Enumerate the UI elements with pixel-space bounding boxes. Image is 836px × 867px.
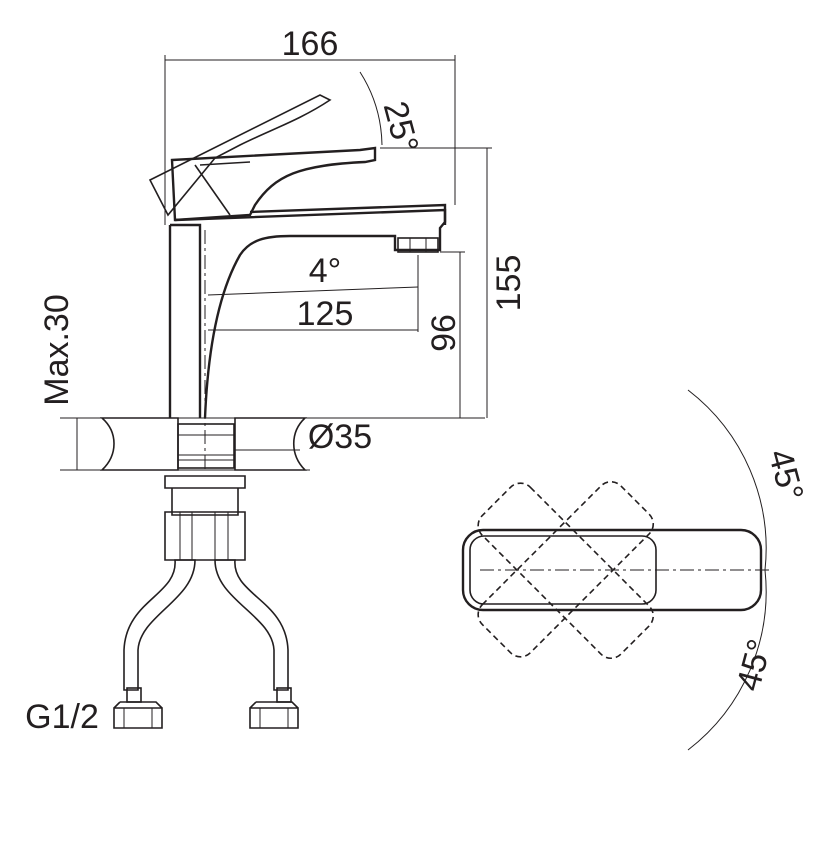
spout-top — [249, 203, 447, 225]
dim-label-166: 166 — [282, 25, 339, 63]
mounting-stud — [171, 488, 239, 516]
dim-label-thread: G1/2 — [25, 698, 99, 736]
faucet-body-outline — [168, 208, 447, 419]
lever-rotated-right — [477, 482, 655, 660]
lever-ghost-right — [477, 482, 655, 660]
deck-right-hatch — [234, 417, 308, 471]
deck-left-hatch — [99, 417, 179, 471]
hose-left — [123, 559, 196, 691]
hose-right — [214, 559, 289, 691]
dim-45-arc-upper — [687, 389, 767, 571]
handle-detail — [194, 161, 251, 216]
handle-raised-ghost — [148, 94, 332, 217]
dim-25-arc — [359, 71, 383, 146]
lever-rotated-left — [477, 480, 655, 658]
handle-closed — [170, 146, 377, 222]
dim-45-arc-lower — [687, 569, 767, 751]
shank — [177, 423, 235, 469]
faucet-column — [170, 223, 202, 418]
fitting-left-nut — [113, 701, 163, 729]
aerator — [397, 237, 439, 253]
dim-label-45deg-upper: 45° — [761, 445, 811, 505]
flex-hoses — [113, 559, 299, 729]
dim-label-96: 96 — [425, 314, 463, 352]
dim-label-125: 125 — [297, 295, 354, 333]
dim-label-4deg: 4° — [309, 252, 342, 290]
dim-label-max30: Max.30 — [38, 294, 76, 406]
fitting-right-nut — [249, 701, 299, 729]
lever-ghost-left — [477, 480, 655, 658]
dim-label-diameter35: Ø35 — [308, 418, 372, 456]
deck-section — [60, 417, 485, 561]
dimension-lines — [76, 55, 492, 470]
dim-4-line — [207, 286, 419, 296]
faucet-side-view — [148, 94, 447, 470]
mounting-nut — [164, 475, 246, 489]
faucet-top-view — [461, 389, 770, 751]
dim-label-45deg-lower: 45° — [729, 635, 779, 695]
dim-label-155: 155 — [490, 255, 528, 312]
hose-connector-block — [164, 511, 246, 561]
